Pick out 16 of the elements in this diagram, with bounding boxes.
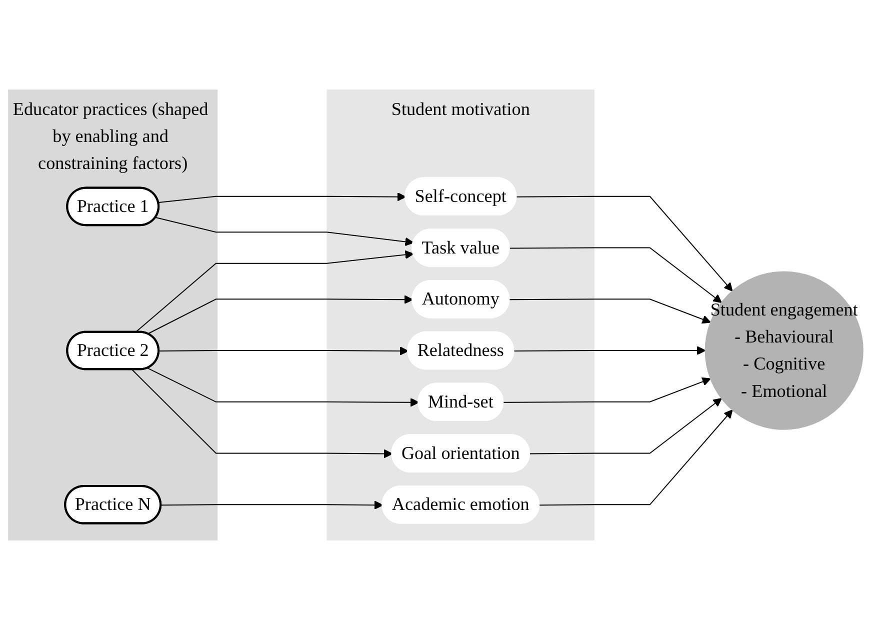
arrow [159,346,409,356]
arrow [510,298,711,324]
arrow [530,398,722,454]
node-circle: Student engagement - Behavioural - Cognitive - Emotional [704,271,864,430]
arrow [135,250,414,333]
arrow [514,346,706,355]
arrow [161,500,384,510]
arrow [156,217,414,246]
arrow [148,368,420,407]
arrow [132,369,393,458]
arrow [510,247,722,303]
arrow [148,295,414,334]
arrow [158,192,406,204]
arrow [504,377,711,403]
arrow [540,410,733,506]
arrow [516,196,733,292]
